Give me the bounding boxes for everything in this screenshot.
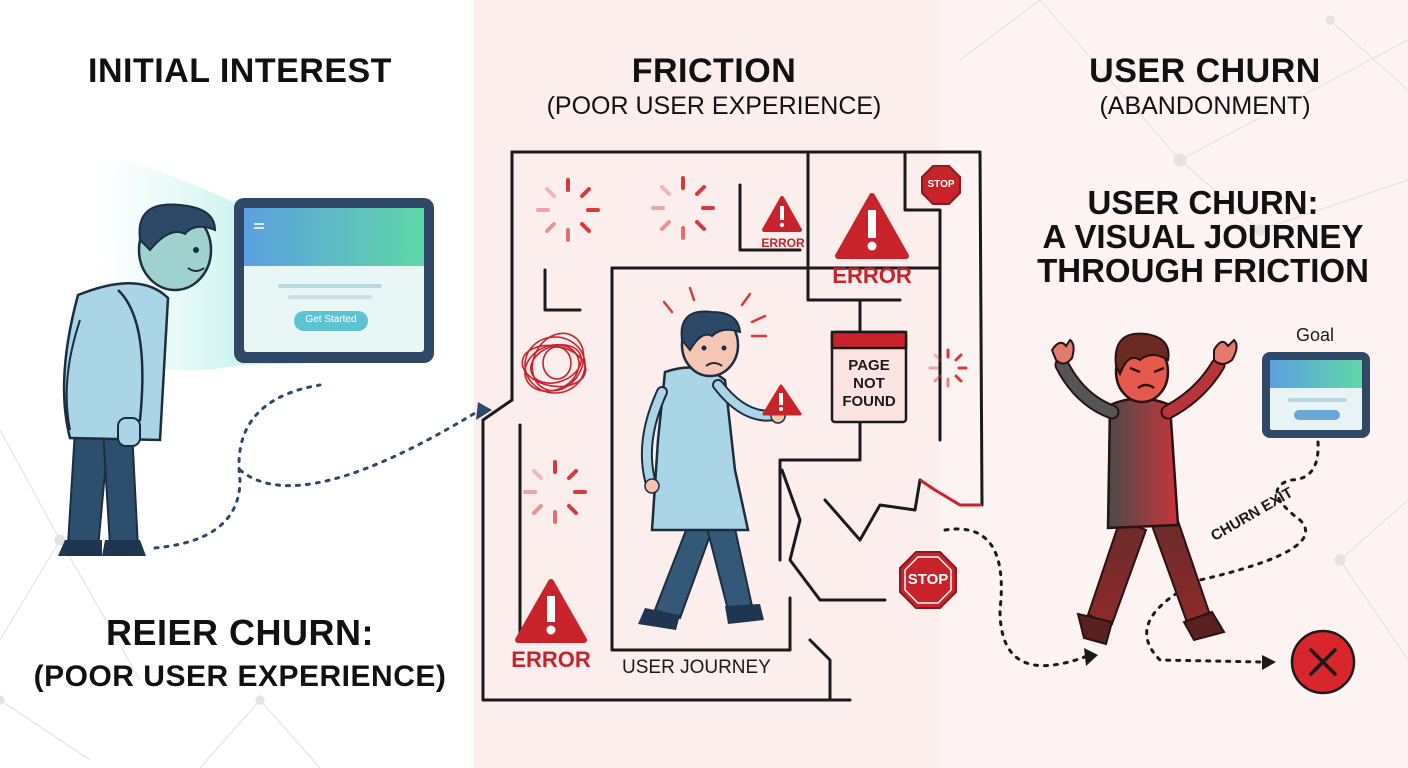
churn-headline-line-3: THROUGH FRICTION bbox=[1037, 252, 1369, 289]
loading-spinner-3 bbox=[523, 460, 587, 524]
caption-line-2: (POOR USER EXPERIENCE) bbox=[33, 660, 447, 693]
error-label-bottom: ERROR bbox=[511, 647, 591, 672]
error-label-large: ERROR bbox=[832, 263, 912, 288]
get-started-button bbox=[294, 311, 368, 331]
journey-path-1 bbox=[153, 383, 322, 550]
loading-spinner-small bbox=[928, 348, 968, 388]
friction-subtitle: (POOR USER EXPERIENCE) bbox=[546, 92, 882, 120]
stop-label-small: STOP bbox=[927, 179, 955, 190]
stop-sign-small bbox=[921, 165, 961, 205]
stop-label-large: STOP bbox=[907, 571, 949, 588]
goal-screen bbox=[1262, 352, 1370, 438]
user-journey-label: USER JOURNEY bbox=[622, 657, 771, 678]
page-not-found-line-2: NOT bbox=[853, 375, 885, 392]
user-churn-subtitle: (ABANDONMENT) bbox=[1099, 92, 1311, 120]
warning-icon-large bbox=[835, 193, 909, 259]
caption-line-1: REIER CHURN: bbox=[105, 612, 374, 653]
interested-user-figure bbox=[58, 203, 217, 556]
churn-headline-line-2: A VISUAL JOURNEY bbox=[1042, 218, 1364, 255]
warning-icon-small bbox=[762, 196, 802, 232]
churn-headline: USER CHURN: A VISUAL JOURNEY THROUGH FRI… bbox=[1010, 186, 1396, 288]
tablet-screen bbox=[234, 198, 434, 363]
stop-sign-large bbox=[899, 551, 957, 609]
goal-label: Goal bbox=[1295, 325, 1335, 345]
churn-headline-line-1: USER CHURN: bbox=[1087, 184, 1319, 221]
confusion-scribble bbox=[521, 332, 587, 394]
friction-title: FRICTION bbox=[631, 52, 797, 90]
page-not-found-line-3: FOUND bbox=[842, 393, 896, 410]
error-label-small: ERROR bbox=[761, 236, 805, 250]
page-not-found-text: PAGE NOT FOUND bbox=[832, 357, 906, 411]
frustrated-user-figure bbox=[638, 286, 802, 630]
warning-icon-bottom bbox=[515, 579, 587, 643]
user-churn-title: USER CHURN bbox=[1089, 52, 1321, 90]
get-started-label: Get Started bbox=[305, 314, 357, 325]
page-not-found-card bbox=[830, 330, 908, 424]
loading-spinner-2 bbox=[651, 176, 715, 240]
loading-spinner-1 bbox=[536, 178, 600, 242]
exit-x-icon bbox=[1290, 629, 1356, 695]
page-not-found-line-1: PAGE bbox=[848, 357, 890, 374]
initial-interest-title: INITIAL INTEREST bbox=[88, 52, 392, 90]
angry-user-figure bbox=[1050, 332, 1238, 646]
